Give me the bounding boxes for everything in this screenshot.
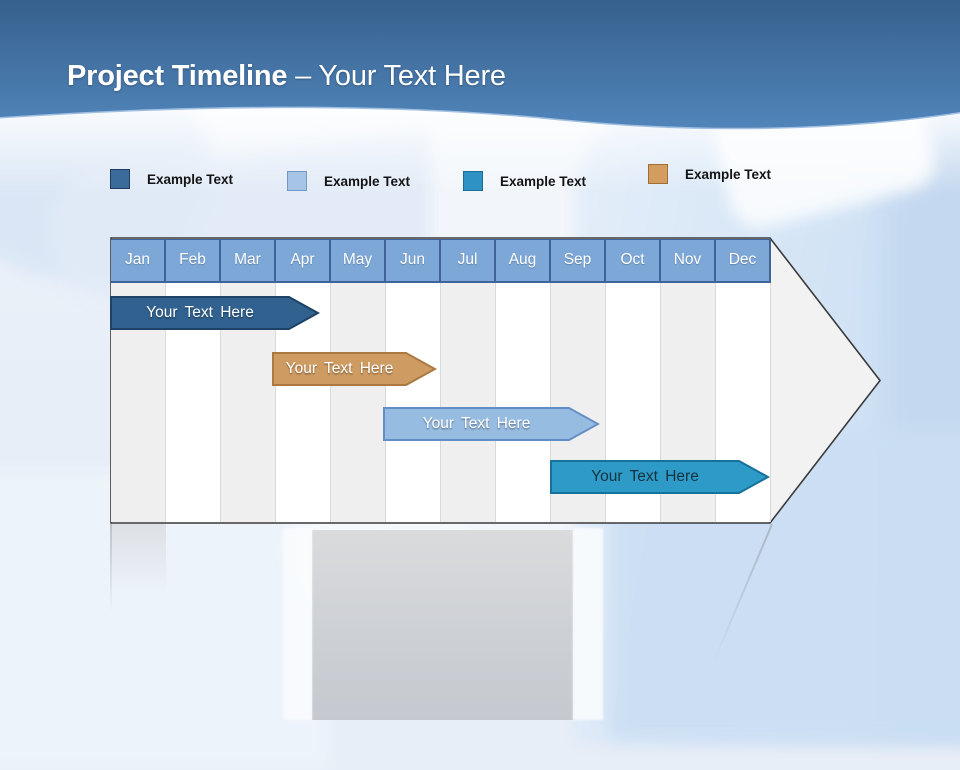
month-cell-oct: Oct	[606, 238, 661, 283]
timeline-bar-4[interactable]: Your Text Here	[550, 460, 771, 494]
month-cell-nov: Nov	[661, 238, 716, 283]
chart-reflection-left-edge	[110, 524, 112, 612]
legend-label: Example Text	[500, 173, 587, 189]
month-cell-sep: Sep	[551, 238, 606, 283]
month-cell-may: May	[331, 238, 386, 283]
page-title[interactable]: Project Timeline – Your Text Here	[67, 60, 506, 100]
bar-arrow-shape	[550, 460, 771, 494]
header-band	[0, 0, 960, 130]
bar-arrow-shape	[110, 296, 321, 330]
legend-label: Example Text	[147, 171, 234, 187]
month-cell-dec: Dec	[716, 238, 771, 283]
legend-swatch-light-blue	[287, 171, 307, 191]
timeline-bar-2[interactable]: Your Text Here	[272, 352, 438, 386]
legend-item-2[interactable]: Example Text	[287, 170, 410, 192]
bar-arrow-shape	[272, 352, 438, 386]
month-cell-jan: Jan	[111, 238, 166, 283]
bar-label: Your Text Here	[422, 415, 531, 432]
slide-canvas: Project Timeline – Your Text Here Exampl…	[0, 0, 960, 745]
month-column-aug	[496, 282, 551, 522]
title-bold-text: Project Timeline	[67, 60, 288, 92]
photo-white-strip-right	[573, 528, 603, 720]
month-column-jul	[441, 282, 496, 522]
photo-shirt-fold-shape	[880, 130, 960, 730]
legend-swatch-tan	[648, 164, 668, 184]
wave-band-shape	[0, 0, 960, 128]
bar-label: Your Text Here	[146, 304, 254, 321]
bar-label: Your Text Here	[285, 360, 394, 377]
legend-label: Example Text	[324, 173, 411, 189]
legend-swatch-dark-blue	[110, 169, 130, 189]
month-cell-feb: Feb	[166, 238, 221, 283]
legend-item-4[interactable]: Example Text	[648, 163, 771, 185]
legend-item-3[interactable]: Example Text	[463, 170, 586, 192]
legend-swatch-teal-blue	[463, 171, 483, 191]
month-cell-jul: Jul	[441, 238, 496, 283]
month-cell-mar: Mar	[221, 238, 276, 283]
photo-gray-panel	[312, 530, 573, 720]
bar-label: Your Text Here	[591, 468, 699, 485]
title-placeholder-text: – Your Text Here	[295, 60, 506, 92]
month-cell-aug: Aug	[496, 238, 551, 283]
legend-item-1[interactable]: Example Text	[110, 168, 233, 190]
month-column-jun	[386, 282, 441, 522]
timeline-bar-3[interactable]: Your Text Here	[383, 407, 601, 441]
bar-arrow-shape	[383, 407, 601, 441]
timeline-bar-1[interactable]: Your Text Here	[110, 296, 321, 330]
month-cell-apr: Apr	[276, 238, 331, 283]
legend-label: Example Text	[685, 166, 772, 182]
chart-reflection-arrow-edge	[712, 524, 773, 663]
chart-reflection-column	[112, 524, 166, 594]
month-column-may	[331, 282, 386, 522]
month-cell-jun: Jun	[386, 238, 441, 283]
photo-white-strip-left	[283, 528, 312, 720]
